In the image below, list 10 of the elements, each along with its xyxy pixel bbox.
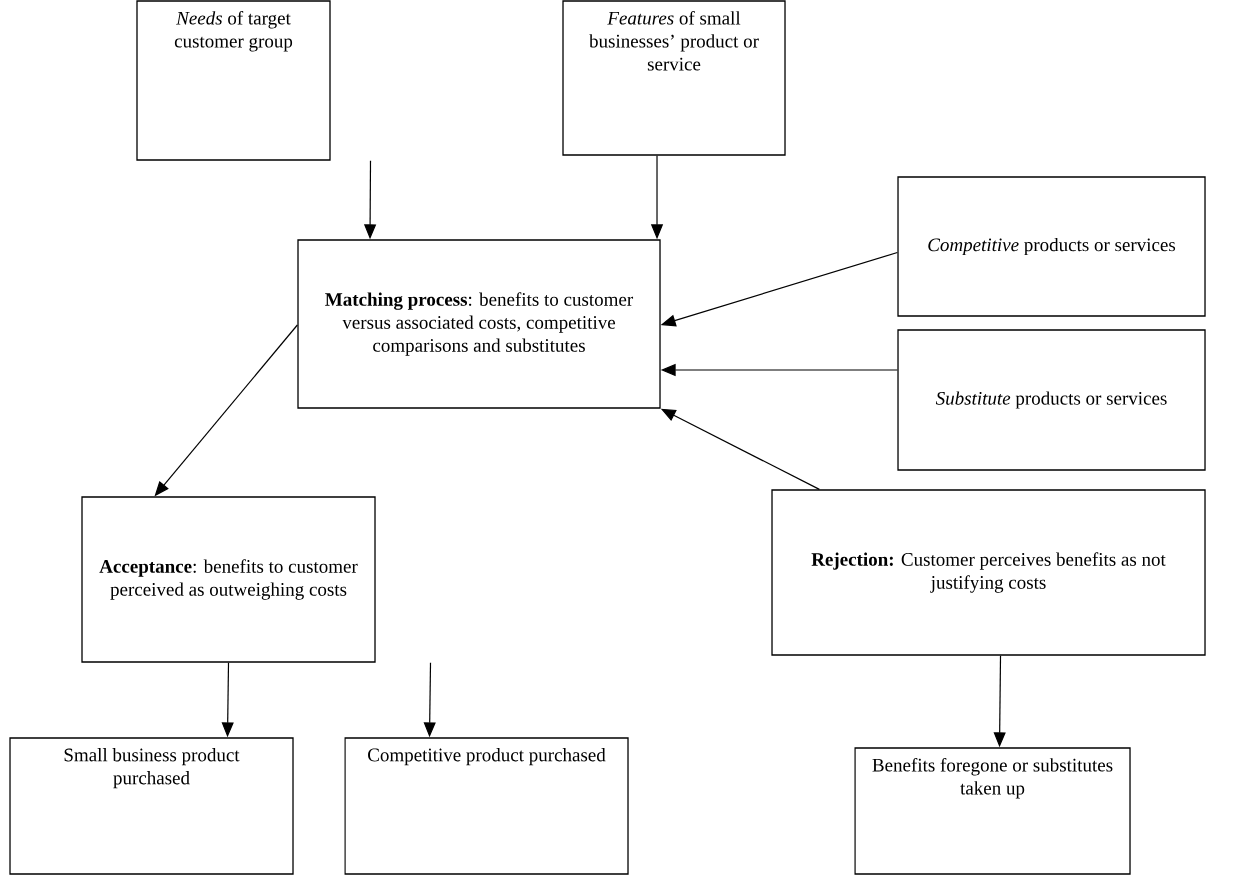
process-box: Acceptance: benefits to customer perceived as outweighing costs (81, 496, 376, 663)
process-box: Competitive products or services (897, 176, 1206, 317)
process-box: Benefits foregone or substitutes taken up (854, 747, 1131, 875)
process-box: Small business product purchased (9, 737, 294, 875)
process-box: Matching process: benefits to customer versus associated costs, competitive comparisons and substitutes (297, 239, 661, 409)
process-box: Competitive product purchased (344, 737, 629, 875)
process-box: Needs of target customer group (136, 0, 331, 161)
process-box: Rejection: Customer perceives benefits as not justifying costs (771, 489, 1206, 656)
process-box: Features of small businesses’ product or service (562, 0, 786, 156)
process-box: Substitute products or services (897, 329, 1206, 471)
